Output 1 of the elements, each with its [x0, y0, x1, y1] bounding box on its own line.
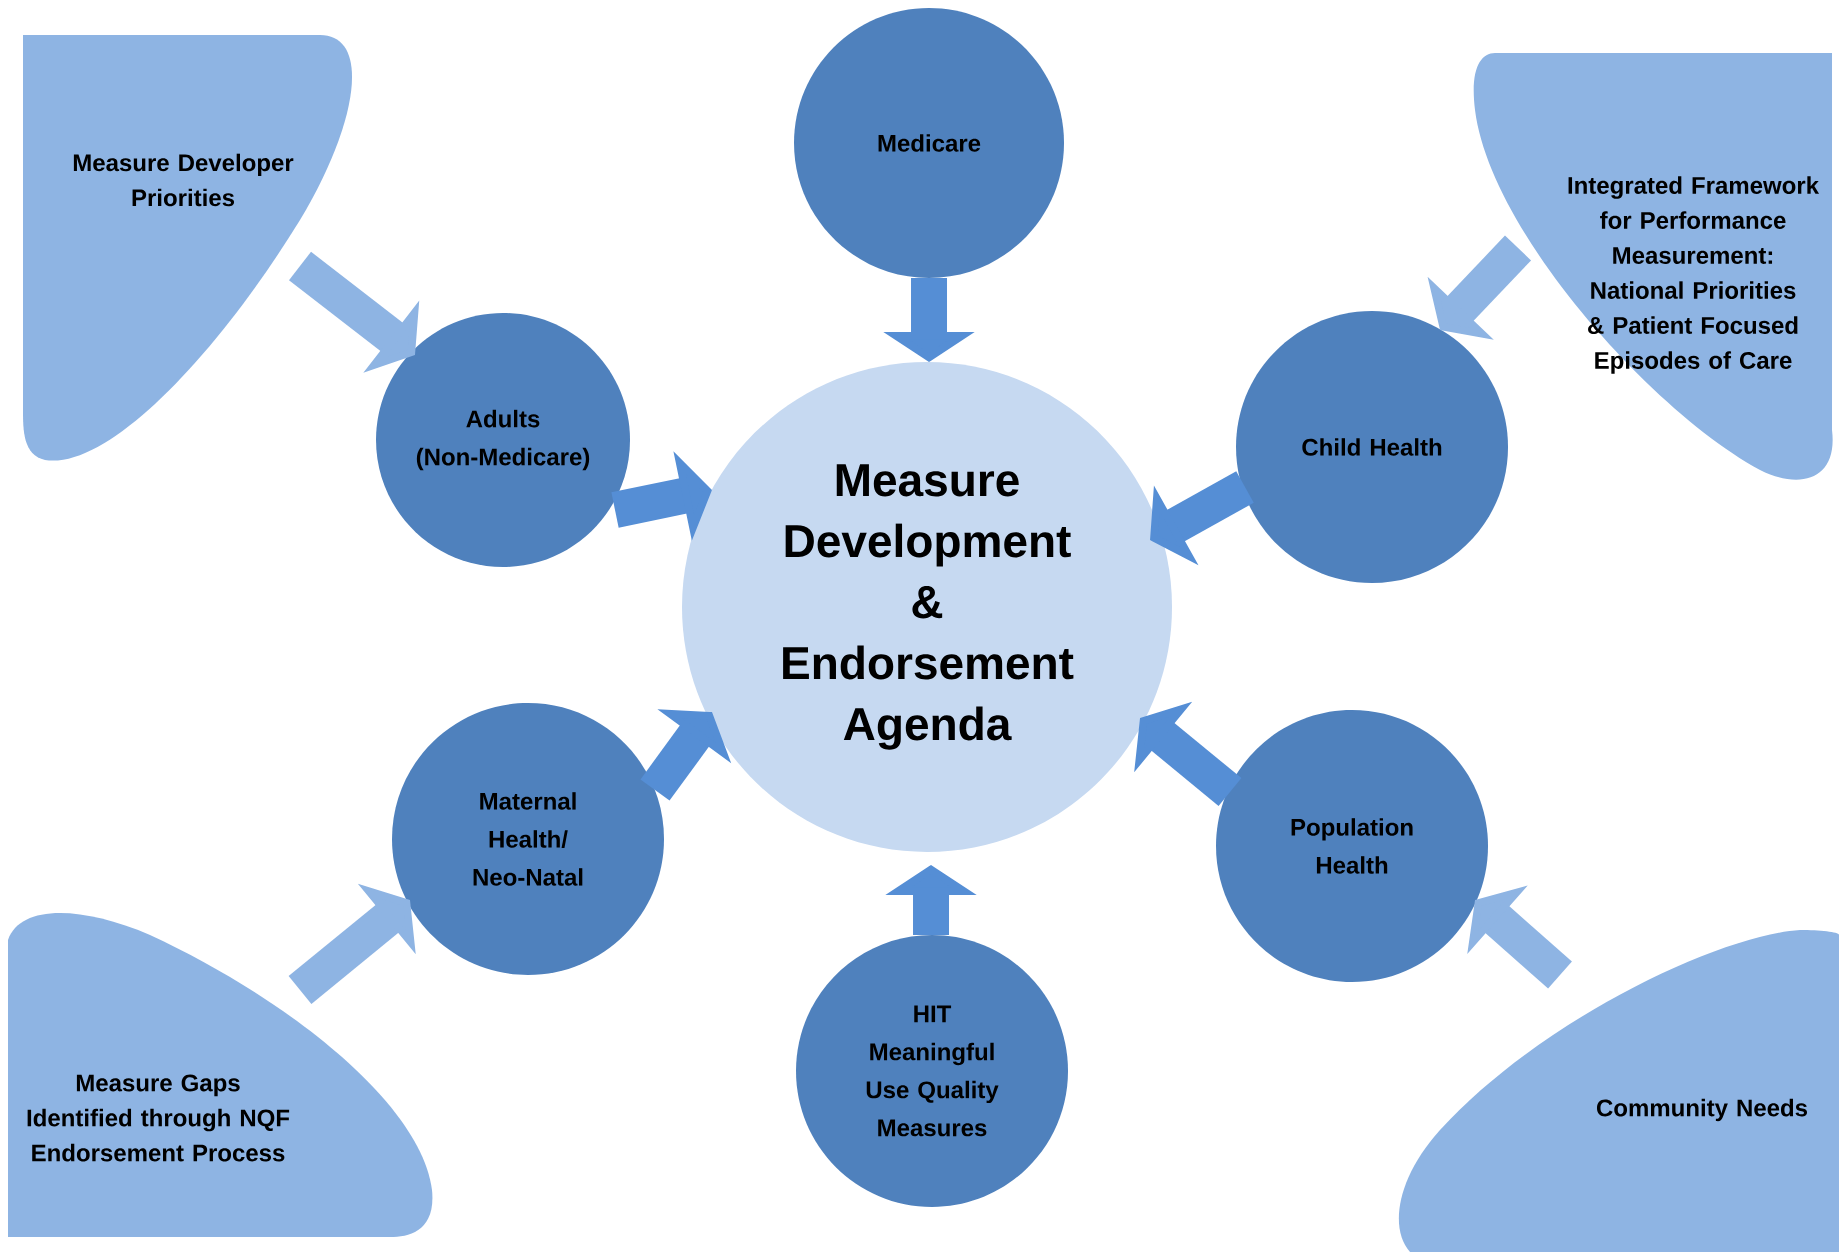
block-arrow — [1150, 471, 1254, 566]
